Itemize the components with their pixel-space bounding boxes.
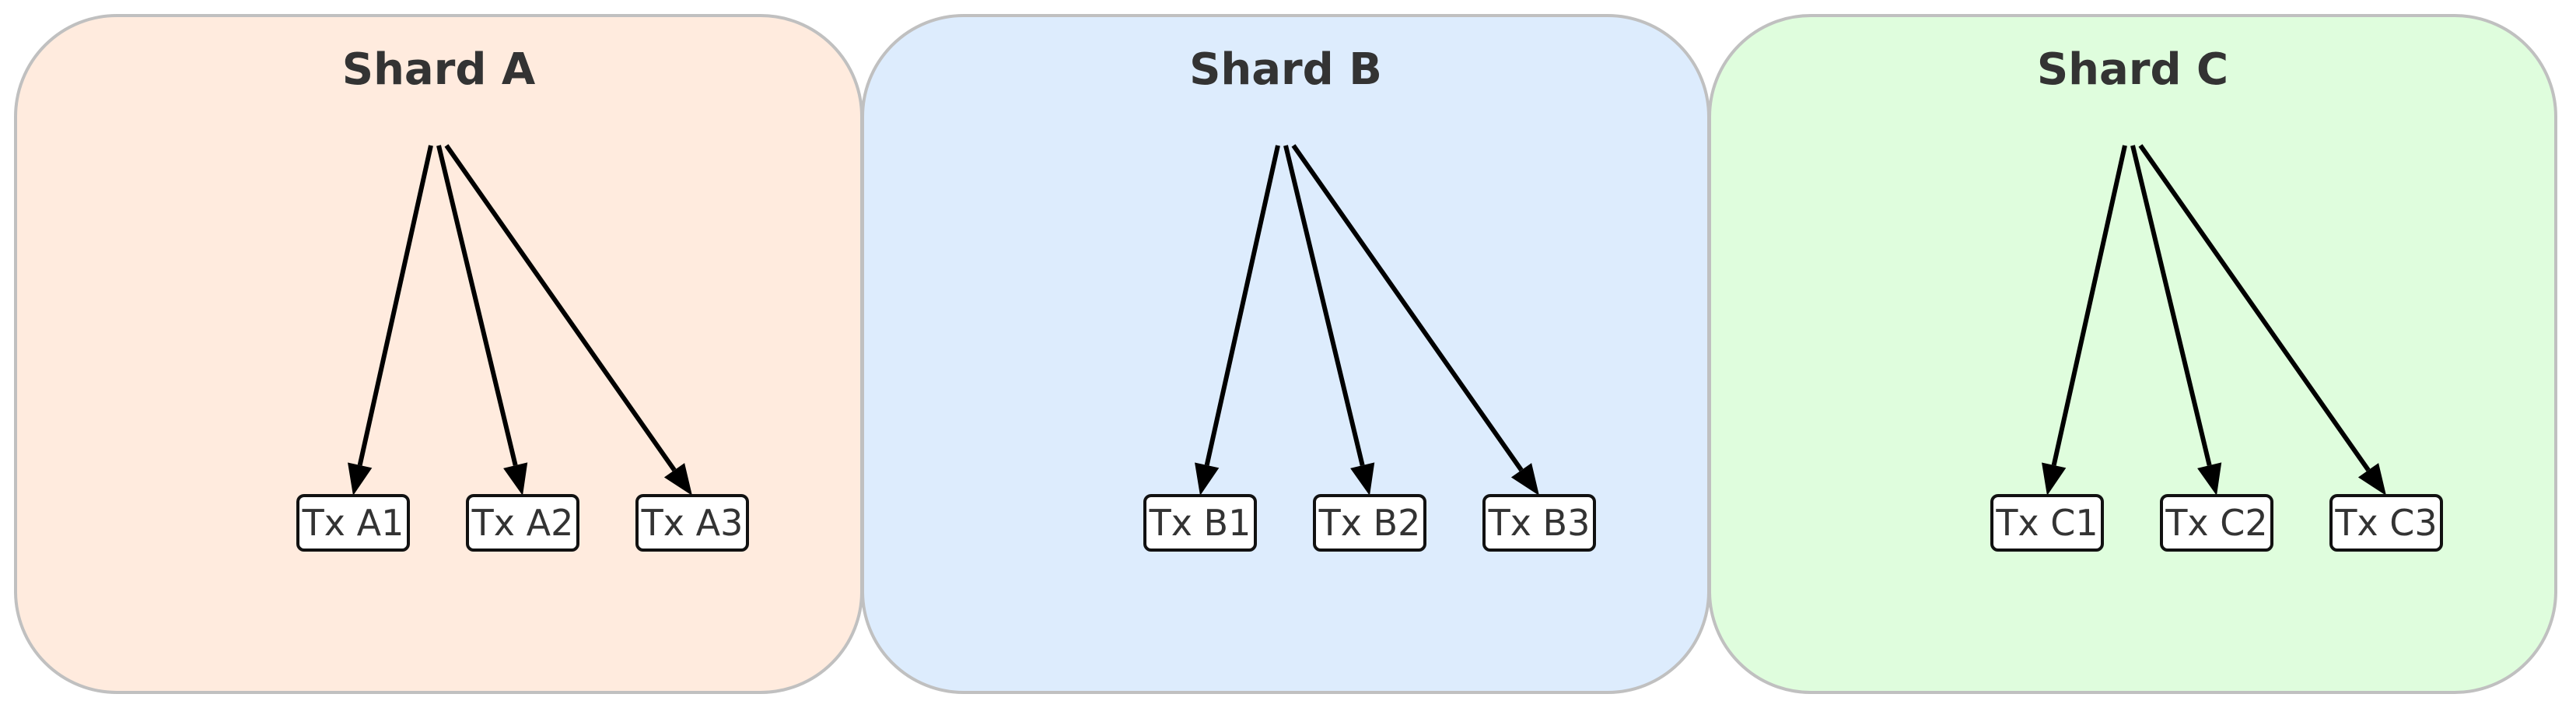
arrow-head-icon	[503, 462, 528, 496]
tx-node-label: Tx C3	[2334, 502, 2437, 544]
shard-background	[1708, 14, 2557, 694]
edge-arrow-line	[2051, 145, 2127, 466]
tx-node-label: Tx A2	[471, 502, 574, 544]
shard-background	[14, 14, 863, 694]
tx-node-box	[2329, 494, 2443, 552]
tx-node-label: Tx C1	[1995, 502, 2098, 544]
shard-panel-b: Shard B Tx B1 Tx B2 Tx B3	[861, 14, 1710, 694]
arrow-head-icon	[663, 463, 692, 496]
tx-node-label: Tx B3	[1488, 502, 1591, 544]
arrow-head-icon	[2197, 462, 2222, 496]
tx-node-label: Tx A1	[302, 502, 404, 544]
arrow-head-icon	[348, 462, 373, 496]
edge-arrow-line	[2138, 144, 2371, 471]
shard-title: Shard B	[1189, 44, 1382, 95]
tx-node-box	[2160, 494, 2273, 552]
edge-arrow-line	[1204, 145, 1280, 466]
shard-panel-a: Shard A Tx A1 Tx A2 Tx A3	[14, 14, 863, 694]
tx-node-box	[1482, 494, 1596, 552]
edge-arrow-line	[2130, 145, 2212, 466]
edge-arrow-line	[444, 144, 677, 471]
shard-title: Shard C	[2037, 44, 2228, 95]
tx-node-label: Tx A3	[641, 502, 744, 544]
tx-node-label: Tx C2	[2165, 502, 2267, 544]
tx-node-box	[296, 494, 410, 552]
edge-arrow-line	[357, 145, 433, 466]
tx-node-box	[466, 494, 579, 552]
edge-arrow-line	[1291, 144, 1524, 471]
tx-node-label: Tx B2	[1318, 502, 1421, 544]
arrow-head-icon	[1195, 462, 1220, 496]
arrow-head-icon	[2042, 462, 2067, 496]
arrow-head-icon	[1350, 462, 1375, 496]
arrow-head-icon	[2357, 463, 2386, 496]
tx-node-box	[1990, 494, 2104, 552]
tx-node-box	[635, 494, 749, 552]
edge-arrow-line	[1283, 145, 1365, 466]
tx-node-box	[1143, 494, 1257, 552]
edge-arrow-line	[436, 145, 518, 466]
shard-background	[861, 14, 1710, 694]
shards-layer: Shard A Tx A1 Tx A2 Tx A3 Shard B Tx B1 Tx B2 T…	[14, 14, 2557, 694]
arrow-head-icon	[1510, 463, 1539, 496]
shard-title: Shard A	[342, 44, 536, 95]
tx-node-label: Tx B1	[1149, 502, 1251, 544]
tx-node-box	[1313, 494, 1426, 552]
shard-panel-c: Shard C Tx C1 Tx C2 Tx C3	[1708, 14, 2557, 694]
